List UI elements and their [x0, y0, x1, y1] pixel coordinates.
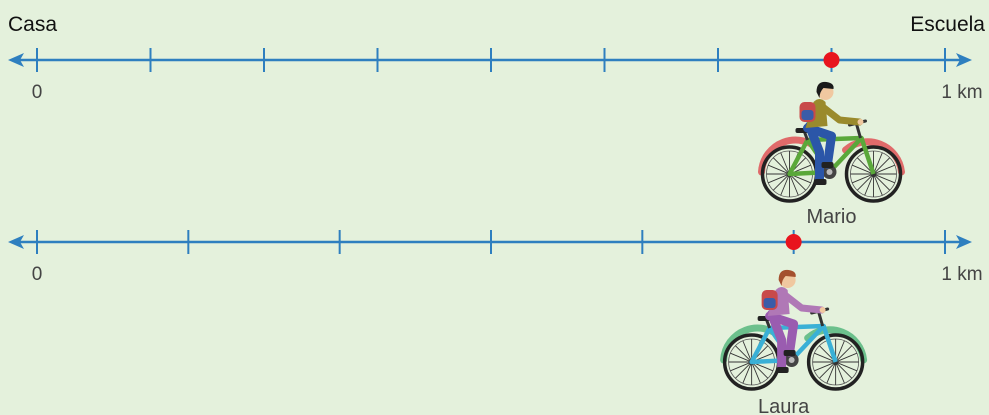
- cyclist-illustration: [762, 82, 902, 201]
- rider-name-label: Mario: [806, 206, 856, 228]
- number-line-1: 0 1 km Mario: [8, 48, 983, 228]
- one-km-label: 1 km: [941, 82, 982, 103]
- rider-name-label: Laura: [758, 396, 810, 415]
- end-place-label: Escuela: [910, 13, 985, 36]
- one-km-label: 1 km: [941, 264, 982, 285]
- position-marker: [824, 52, 840, 68]
- zero-label: 0: [32, 82, 43, 103]
- number-lines: 0 1 km Mario 0 1 km Laura: [8, 48, 983, 415]
- zero-label: 0: [32, 264, 43, 285]
- position-marker: [786, 234, 802, 250]
- start-place-label: Casa: [8, 13, 57, 36]
- cyclist-illustration: [724, 270, 864, 389]
- number-line-2: 0 1 km Laura: [8, 230, 983, 415]
